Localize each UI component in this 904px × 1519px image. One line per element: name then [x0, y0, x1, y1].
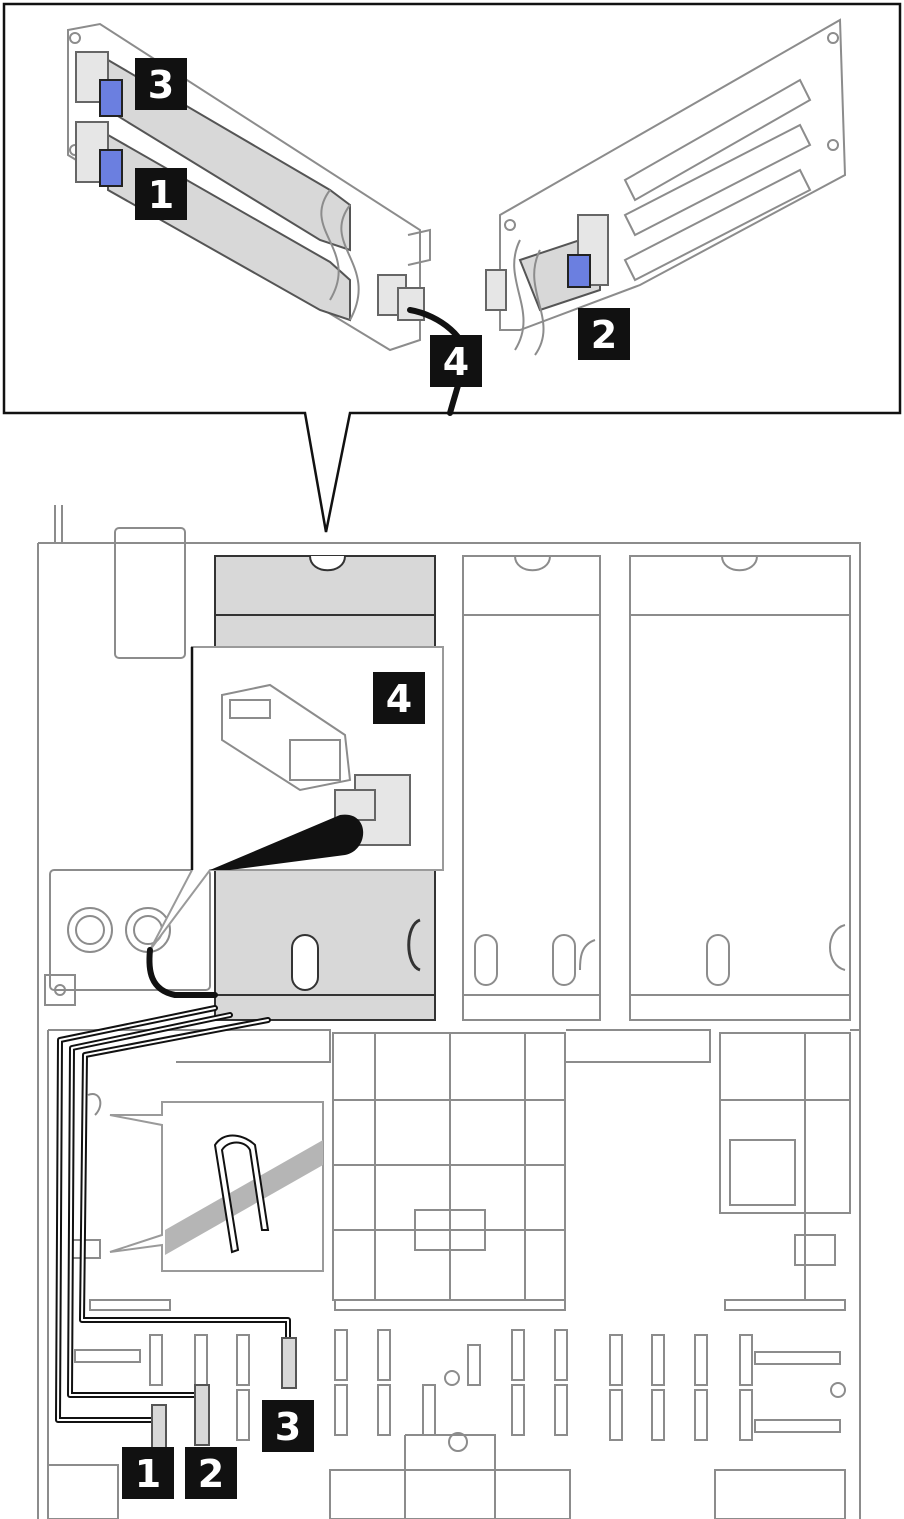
svg-text:4: 4 — [443, 340, 469, 384]
svg-text:3: 3 — [148, 63, 174, 107]
callout-mid-4: 4 — [373, 672, 425, 724]
svg-text:3: 3 — [275, 1405, 301, 1449]
svg-text:1: 1 — [135, 1452, 161, 1496]
slot-row — [89, 1299, 846, 1311]
system-board — [47, 1029, 860, 1519]
riser-cage-3 — [629, 555, 851, 1021]
cable-clip-inset — [69, 1093, 324, 1272]
riser-cage-2 — [462, 555, 601, 1021]
callout-top-2: 2 — [578, 308, 630, 360]
callout-bottom-1: 1 — [122, 1447, 174, 1499]
server-top-view: 4 — [37, 505, 861, 1519]
latch-blue-icon — [99, 149, 123, 187]
callout-top-4: 4 — [430, 335, 482, 387]
svg-text:2: 2 — [591, 313, 617, 357]
svg-text:1: 1 — [148, 173, 174, 217]
latch-blue-icon — [99, 79, 123, 117]
callout-bottom-2: 2 — [185, 1447, 237, 1499]
callout-top-3: 3 — [135, 58, 187, 110]
signal-cable-bundle — [55, 1005, 297, 1466]
right-riser-board — [485, 18, 847, 356]
svg-text:4: 4 — [386, 677, 412, 721]
power-cable-4-psu — [146, 947, 218, 998]
svg-text:2: 2 — [198, 1452, 224, 1496]
callout-top-1: 1 — [135, 168, 187, 220]
latch-blue-icon — [567, 254, 591, 288]
callout-bottom-3: 3 — [262, 1400, 314, 1452]
top-detail-view: 3 1 2 4 — [2, 2, 902, 533]
inset-detail-4: 4 — [149, 646, 444, 951]
